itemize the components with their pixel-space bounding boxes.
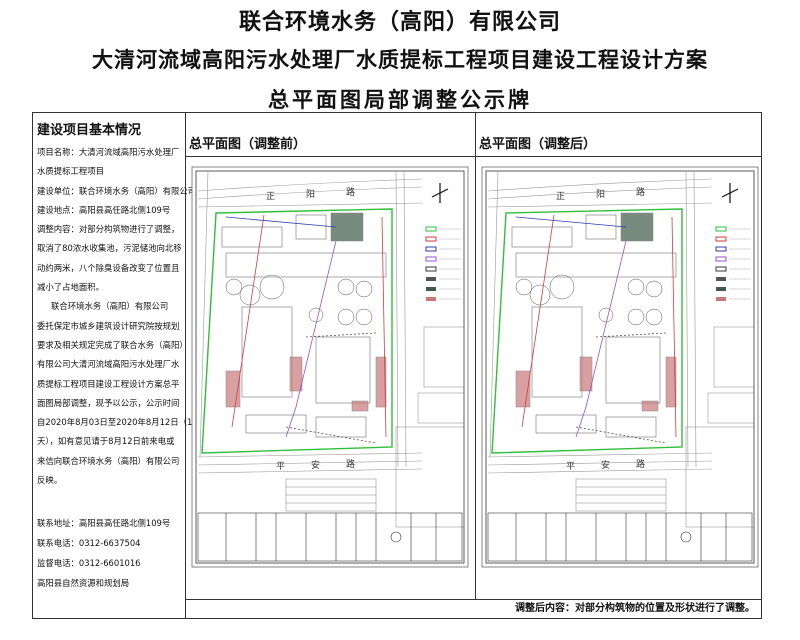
info-line: 建设地点：高阳县高任路北侧109号 xyxy=(37,204,171,215)
notice-line: 天），如有意见请于8月12日前来电或 xyxy=(37,436,175,447)
road-name-char: 路 xyxy=(636,186,645,198)
panel-title-after: 总平面图（调整后） xyxy=(476,113,761,157)
site-plan-after: 正阳路 平安路 xyxy=(476,157,761,600)
panel-title-before: 总平面图（调整前） xyxy=(186,113,476,157)
sheet-border xyxy=(191,166,469,568)
road-label-north: 正阳路 xyxy=(556,186,645,202)
buildings xyxy=(511,212,677,438)
contact-address: 联系地址：高阳县高任路北侧109号 xyxy=(37,518,171,528)
pipelines xyxy=(515,214,677,444)
legend xyxy=(425,226,461,301)
sheet-border xyxy=(481,166,759,568)
notice-line: 质提标工程项目建设工程设计方案总平 xyxy=(37,378,180,389)
info-line: 减小了占地面积。 xyxy=(37,282,104,293)
road-name-char: 路 xyxy=(346,458,355,470)
notice-line: 要求及相关规定完成了联合水务（高阳） xyxy=(37,339,188,350)
site-plan-before: 正阳路 平安路 xyxy=(186,157,476,600)
notice-line: 来信向联合环境水务（高阳）有限公司 xyxy=(37,455,180,466)
site-boundary xyxy=(201,208,393,454)
notice-line: 面图局部调整，现予以公示，公示时间 xyxy=(37,397,180,408)
notice-line: 联合环境水务（高阳）有限公司 xyxy=(51,301,169,312)
supervise-phone: 监督电话：0312-6601016 xyxy=(37,558,141,568)
north-arrow-icon xyxy=(721,183,739,203)
road-name-char: 路 xyxy=(636,458,645,470)
contact-phone: 联系电话：0312-6637504 xyxy=(37,538,141,548)
road-name-char: 路 xyxy=(346,186,355,198)
road-name-char: 阳 xyxy=(306,189,315,200)
info-line: 项目名称：大清河流域高阳污水处理厂 xyxy=(37,147,180,157)
road-name-char: 阳 xyxy=(596,189,605,200)
site-plan-drawing: 正阳路 平安路 xyxy=(191,166,469,568)
road-label-south: 平安路 xyxy=(276,458,355,472)
info-line: 建设单位：联合环境水务（高阳）有限公司 xyxy=(37,185,197,196)
company-title: 联合环境水务（高阳）有限公司 xyxy=(238,10,561,35)
road-name-char: 平 xyxy=(276,461,285,472)
info-line: 水质提标工程项目 xyxy=(37,166,104,177)
data-tables xyxy=(575,326,755,528)
notice-board: 建设项目基本情况 项目名称：大清河流域高阳污水处理厂 水质提标工程项目 建设单位… xyxy=(32,112,762,619)
info-line: 动约两米，八个除臭设备改变了位置且 xyxy=(37,262,180,273)
info-line: 取消了80浓水收集池，污泥储池向北移 xyxy=(37,243,182,254)
roads xyxy=(197,170,423,474)
road-label-south: 平安路 xyxy=(566,458,645,472)
notice-line: 委托保定市城乡建筑设计研究院按规划 xyxy=(37,320,180,331)
road-name-char: 平 xyxy=(566,461,575,472)
site-boundary xyxy=(491,208,683,454)
road-name-char: 安 xyxy=(311,459,320,471)
project-title: 大清河流域高阳污水处理厂水质提标工程项目建设工程设计方案 xyxy=(92,48,708,72)
project-info-panel: 建设项目基本情况 项目名称：大清河流域高阳污水处理厂 水质提标工程项目 建设单位… xyxy=(33,113,198,618)
notice-line: 自2020年8月03日至2020年8月12日（10 xyxy=(37,417,198,428)
info-line: 调整内容：对部分构筑物进行了调整， xyxy=(37,224,180,235)
info-heading: 建设项目基本情况 xyxy=(37,123,142,138)
adjustment-caption: 调整后内容：对部分构筑物的位置及形状进行了调整。 xyxy=(186,599,761,618)
notice-line: 反映。 xyxy=(37,475,63,486)
legend xyxy=(715,226,751,301)
site-plan-drawing: 正阳路 平安路 xyxy=(481,166,759,568)
roads xyxy=(487,170,713,474)
road-label-north: 正阳路 xyxy=(266,186,355,202)
road-name-char: 安 xyxy=(601,459,610,471)
road-name-char: 正 xyxy=(266,192,275,202)
data-tables xyxy=(285,326,465,528)
road-name-char: 正 xyxy=(556,192,565,202)
north-arrow-icon xyxy=(431,183,449,203)
board-title: 总平面图局部调整公示牌 xyxy=(268,88,532,112)
title-block xyxy=(487,512,753,562)
title-block xyxy=(197,512,463,562)
authority: 高阳县自然资源和规划局 xyxy=(37,578,130,588)
notice-line: 有限公司大清河流域高阳污水处理厂水 xyxy=(37,359,180,370)
pipelines xyxy=(225,214,387,444)
